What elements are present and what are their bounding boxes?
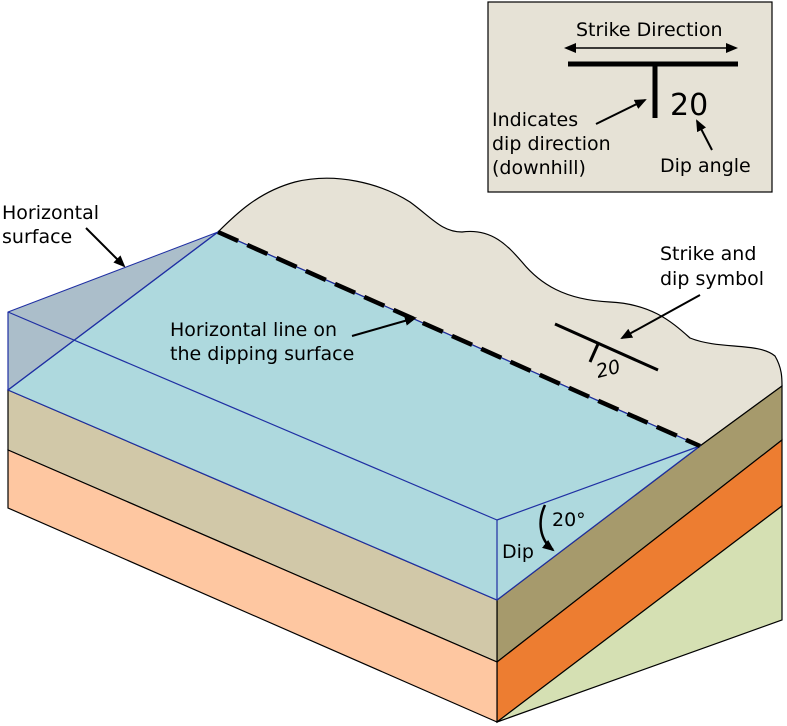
dip-angle-degrees-label: 20° [552,509,586,531]
horizontal-surface-label-line2: surface [2,226,72,248]
horizontal-plane-front-edge [496,445,701,521]
legend-dip-angle-label: Dip angle [660,155,751,177]
horizontal-surface-label-line1: Horizontal [2,202,99,224]
legend-indicates-line2: dip direction [492,133,611,155]
dip-angle-arc [539,504,555,552]
legend-symbol-value: 20 [670,88,708,123]
legend-indicates-arrow [595,99,647,125]
horizontal-plane-diagonal [7,231,219,391]
dip-label: Dip [502,541,534,563]
legend-dip-angle-arrow [696,119,713,151]
side-face-green [496,504,783,723]
front-layer-peach [7,449,498,723]
strike-line [217,229,701,449]
legend-strike-direction-label: Strike Direction [576,19,723,41]
legend-indicates-line3: (downhill) [492,157,586,179]
ground-surface [216,177,783,447]
horizontal-line-arrow [351,315,417,337]
map-dip-tick [588,343,600,363]
horizontal-surface-arrow [85,227,126,268]
strike-dip-symbol-arrow [620,294,701,339]
map-strike-symbol-long [554,322,659,372]
strike-dip-symbol-label-line2: dip symbol [660,268,764,290]
legend-box: Strike Direction 20 Indicates dip direct… [487,1,773,193]
legend-background [487,1,773,193]
horizontal-line-label-line2: the dipping surface [170,343,354,365]
legend-indicates-line1: Indicates [492,109,578,131]
horizontal-line-label-line1: Horizontal line on [170,319,337,341]
horizontal-plane-edge [7,311,498,521]
strike-dip-symbol-label-line1: Strike and [660,243,756,265]
